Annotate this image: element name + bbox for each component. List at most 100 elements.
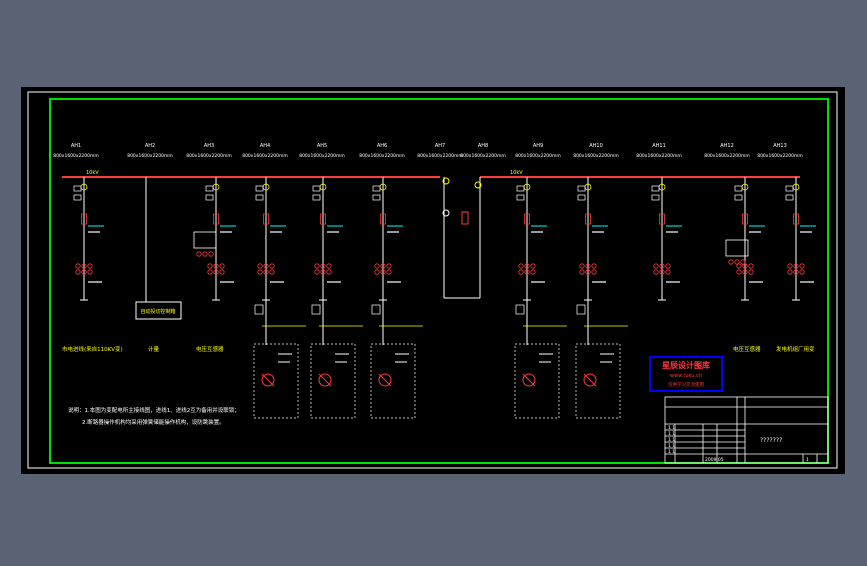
ct-coil <box>799 269 805 275</box>
cabinet-size: 800x1600x2200mm <box>127 153 173 159</box>
bus-label-2: 10kV <box>510 170 523 176</box>
ct-coil <box>219 263 225 269</box>
meter-box <box>205 185 214 192</box>
breaker-symbol <box>213 213 219 225</box>
breaker-symbol <box>81 213 87 225</box>
meter-box <box>73 185 82 192</box>
feeder-columns <box>73 177 816 419</box>
ct-coil <box>75 263 81 269</box>
motor-slash <box>261 373 275 387</box>
pt-box <box>193 231 217 249</box>
feeder-column <box>734 177 765 301</box>
ct-coil <box>787 269 793 275</box>
meter-box <box>651 185 660 192</box>
ct-coil <box>787 263 793 269</box>
relay-box <box>311 304 321 315</box>
busbar-section-1: 10kV <box>62 170 440 178</box>
ct-coil <box>320 269 326 275</box>
caption-metering: 计量 <box>148 345 160 353</box>
ct-coil <box>87 263 93 269</box>
ct-coil <box>314 263 320 269</box>
ct-coil <box>207 263 213 269</box>
tb-row-2: 1 1 <box>668 431 675 437</box>
meter-box <box>255 185 264 192</box>
note-line-2: 2.断路器操作机构均采用弹簧储能操作机构，设防跳装置。 <box>82 418 225 426</box>
ct-coil <box>314 269 320 275</box>
cabinet-size: 800x1600x2200mm <box>573 153 619 159</box>
ct-coil <box>659 269 665 275</box>
caption-pt-1: 电压互感器 <box>196 345 224 353</box>
meter-box <box>577 194 586 201</box>
meter-box <box>785 194 794 201</box>
cabinet-size: 800x1600x2200mm <box>417 153 463 159</box>
ct-coil <box>524 263 530 269</box>
meter-box <box>312 185 321 192</box>
outer-border <box>27 91 838 469</box>
relay-box <box>576 304 586 315</box>
ct-coil <box>653 263 659 269</box>
ct-coil <box>748 263 754 269</box>
motor-slash <box>378 373 392 387</box>
ct-coil <box>380 263 386 269</box>
stamp-line-2: www.tuku.cn <box>670 373 702 379</box>
cabinet-size: 800x1600x2200mm <box>53 153 99 159</box>
meter-box <box>73 194 82 201</box>
ct-coil <box>748 269 754 275</box>
cabinet-size: 800x1600x2200mm <box>299 153 345 159</box>
ct-coil <box>665 269 671 275</box>
note-line-1: 说明：1.本图为变配电所主接线图，进线1、进线2互为备用并设联锁； <box>68 406 240 414</box>
load-cabinet-outline <box>514 343 560 419</box>
feeder-captions: 市电进线(来自110KV变) 计量 电压互感器 电压互感器 发电机组厂用变 <box>62 345 815 353</box>
ct-coil <box>386 263 392 269</box>
breaker-symbol <box>585 213 591 225</box>
meter-box <box>255 194 264 201</box>
pt-box <box>725 239 749 257</box>
tb-row-1: 1 1 <box>668 425 675 431</box>
cabinet-headers: AH1800x1600x2200mmAH2800x1600x2200mmAH38… <box>53 143 803 159</box>
meter-box <box>516 185 525 192</box>
ct-coil <box>591 269 597 275</box>
ct-coil <box>213 263 219 269</box>
feeder-column <box>785 177 816 301</box>
motor-symbol <box>318 373 332 387</box>
ct-coil <box>81 263 87 269</box>
busbar-section-2: 10kV <box>480 170 800 178</box>
cabinet-id: AH7 <box>435 143 445 149</box>
ct-coil <box>81 269 87 275</box>
ct-coil <box>374 269 380 275</box>
caption-pt-2: 电压互感器 <box>733 345 761 353</box>
breaker-symbol <box>524 213 530 225</box>
ct-coil <box>530 269 536 275</box>
cabinet-id: AH10 <box>589 143 603 149</box>
ct-coil <box>530 263 536 269</box>
ct-coil <box>518 269 524 275</box>
cabinet-size: 800x1600x2200mm <box>636 153 682 159</box>
ct-coil <box>380 269 386 275</box>
meter-box <box>577 185 586 192</box>
pt-cabinet <box>193 231 217 257</box>
meter-box <box>205 194 214 201</box>
ct-coil <box>742 269 748 275</box>
ct-coil <box>75 269 81 275</box>
cabinet-size: 800x1600x2200mm <box>460 153 506 159</box>
ct-coil <box>263 263 269 269</box>
ct-coil <box>374 263 380 269</box>
motor-symbol <box>378 373 392 387</box>
motor-symbol <box>261 373 275 387</box>
cabinet-size: 800x1600x2200mm <box>515 153 561 159</box>
relay-box <box>254 304 264 315</box>
feeder-column <box>205 177 236 301</box>
motor-symbol <box>583 373 597 387</box>
breaker-symbol <box>263 213 269 225</box>
breaker-symbol <box>380 213 386 225</box>
ct-coil <box>793 263 799 269</box>
outgoing-feeder <box>514 300 567 419</box>
title-block-text: 1 1 1 1 1 1 1 1 1 1 2009.05 1 ??????? <box>668 425 809 463</box>
outgoing-feeder <box>370 300 423 419</box>
ct-coil <box>219 269 225 275</box>
pt-cabinet <box>725 239 749 265</box>
breaker-symbol <box>793 213 799 225</box>
watermark-stamp: 星辰设计图库 www.tuku.cn 仅供学习交流使用 <box>649 356 723 392</box>
cabinet-size: 800x1600x2200mm <box>359 153 405 159</box>
ct-coil <box>386 269 392 275</box>
